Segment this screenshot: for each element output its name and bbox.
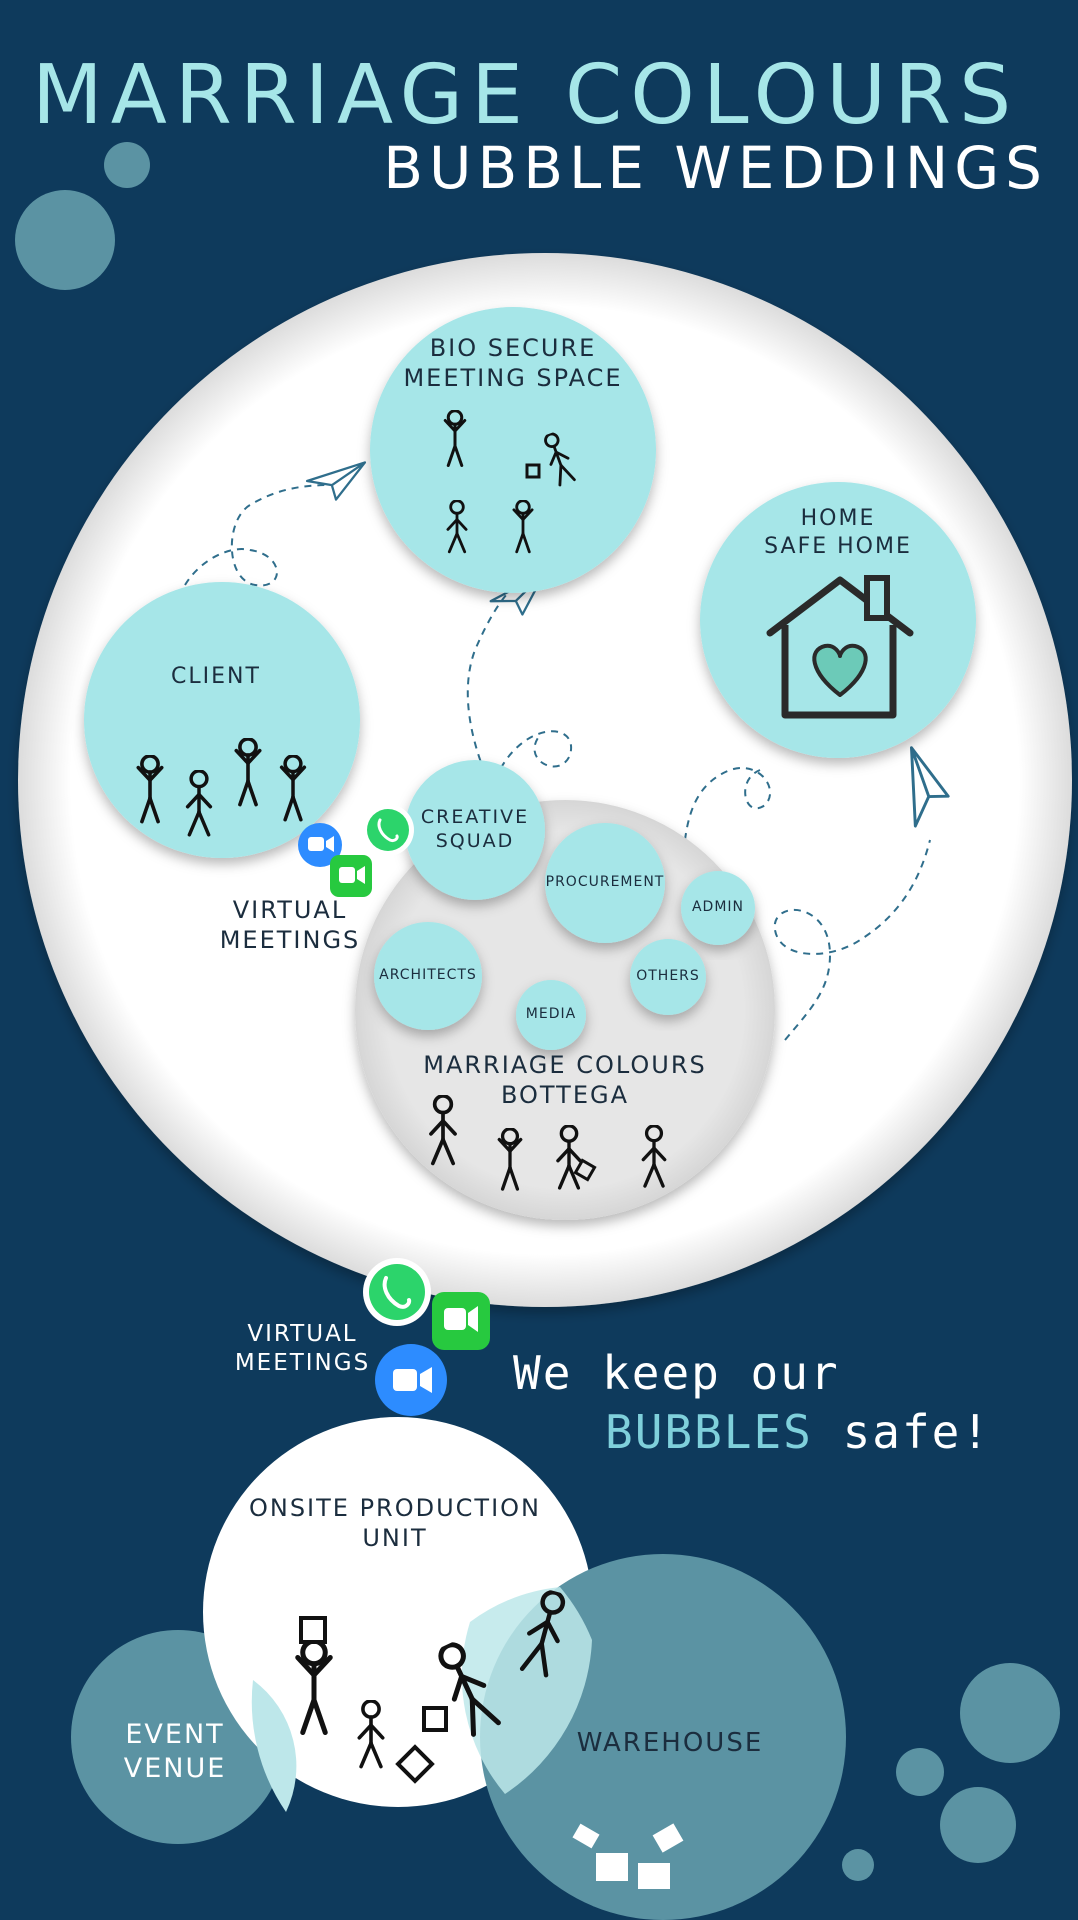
- zoom-icon: [375, 1344, 447, 1416]
- box-icon: [525, 463, 541, 479]
- slogan-highlight: BUBBLES: [605, 1405, 813, 1459]
- architects-label: ARCHITECTS: [379, 967, 477, 983]
- overlap: [461, 1587, 592, 1794]
- facetime-icon: [432, 1292, 490, 1350]
- decor-bubble: [960, 1663, 1060, 1763]
- page-subtitle: BUBBLE WEDDINGS: [383, 134, 1048, 202]
- whatsapp-icon: [363, 1258, 431, 1326]
- box-icon: [573, 1158, 597, 1182]
- decor-bubble: [940, 1787, 1016, 1863]
- slogan-line-1: We keep our: [513, 1346, 840, 1400]
- decor-bubble: [104, 142, 150, 188]
- page-title: MARRIAGE COLOURS: [32, 48, 1020, 143]
- slogan-line-2: BUBBLES safe!: [605, 1404, 991, 1462]
- creative-squad-label: CREATIVE SQUAD: [420, 806, 530, 852]
- decor-bubble: [15, 190, 115, 290]
- onsite-label: ONSITE PRODUCTION UNIT: [248, 1494, 542, 1552]
- architects-bubble: [374, 922, 482, 1030]
- admin-bubble: [681, 871, 755, 945]
- bottega-label: MARRIAGE COLOURS BOTTEGA: [423, 1051, 707, 1109]
- virtual-meetings-label: VIRTUAL MEETINGS: [219, 896, 361, 954]
- creative-squad-bubble: [405, 760, 545, 900]
- flight-paths: [184, 484, 931, 1041]
- zoom-icon: [298, 823, 342, 867]
- facetime-icon: [330, 855, 372, 897]
- slogan-rest: safe!: [812, 1405, 992, 1459]
- client-bubble: [84, 582, 360, 858]
- bio-secure-bubble: [370, 307, 656, 593]
- decor-bubble: [896, 1748, 944, 1796]
- bio-secure-label: BIO SECURE MEETING SPACE: [403, 334, 623, 392]
- overlap: [251, 1680, 297, 1812]
- others-bubble: [630, 939, 706, 1015]
- box-icon: [422, 1706, 448, 1732]
- box-icon: [395, 1744, 435, 1784]
- home-bubble: [700, 482, 976, 758]
- event-venue-label: EVENT VENUE: [123, 1719, 227, 1784]
- media-label: MEDIA: [525, 1006, 577, 1022]
- client-label: CLIENT: [171, 664, 261, 689]
- whatsapp-icon: [362, 804, 414, 856]
- house-heart-icon: [766, 575, 914, 719]
- procurement-label: PROCUREMENT: [545, 874, 665, 890]
- box-icon: [572, 1823, 684, 1889]
- media-bubble: [516, 980, 586, 1050]
- virtual-meetings-label: VIRTUAL MEETINGS: [234, 1321, 371, 1376]
- others-label: OTHERS: [636, 968, 700, 984]
- decor-bubble: [842, 1849, 874, 1881]
- home-label: HOME SAFE HOME: [764, 506, 912, 559]
- admin-label: ADMIN: [691, 899, 745, 915]
- procurement-bubble: [545, 823, 665, 943]
- warehouse-label: WAREHOUSE: [576, 1728, 764, 1758]
